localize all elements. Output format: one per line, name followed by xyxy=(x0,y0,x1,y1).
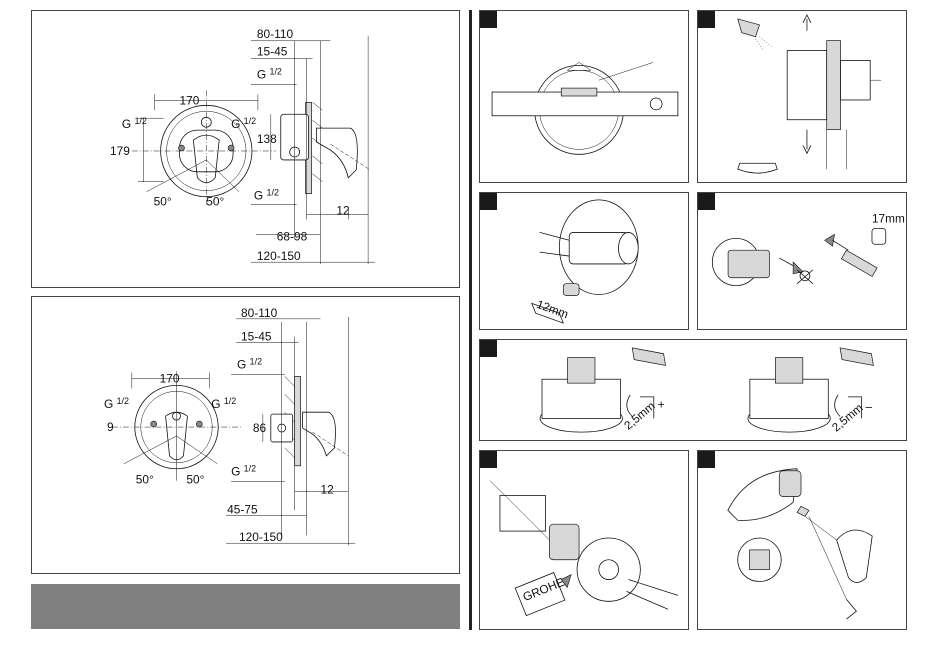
valve-body xyxy=(787,51,827,120)
gray-footer-bar xyxy=(31,584,460,629)
dim-170: 170 xyxy=(179,93,199,107)
step-2-illustration xyxy=(698,11,906,182)
adjust-plus: + xyxy=(658,399,665,412)
dim-68-98: 68-98 xyxy=(277,229,308,243)
dim-12: 12 xyxy=(320,483,334,497)
step-panel-1 xyxy=(479,10,689,183)
step-1-illustration xyxy=(480,11,688,182)
hex-key-icon xyxy=(847,599,857,619)
thread-label-side-top: G 1/2 xyxy=(237,357,262,372)
dim-179: 179 xyxy=(110,144,130,158)
dim-120-150: 120-150 xyxy=(239,530,283,544)
wall-plate xyxy=(295,376,301,465)
thread-label-side-bottom: G 1/2 xyxy=(254,188,279,203)
dim-80-110: 80-110 xyxy=(257,27,294,41)
step-6-illustration: GROHE xyxy=(480,451,688,629)
shower-head-icon xyxy=(840,348,873,366)
dim-120-150: 120-150 xyxy=(257,249,301,263)
tool-size-12mm: 12mm xyxy=(535,297,571,321)
cartridge-right xyxy=(775,358,802,383)
dim-170: 170 xyxy=(160,371,180,385)
step-panel-2 xyxy=(697,10,907,183)
step-4-illustration: 17mm xyxy=(698,193,906,329)
lever-handle xyxy=(837,530,873,583)
bathtub-icon xyxy=(738,163,778,173)
dim-15-45: 15-45 xyxy=(257,45,288,59)
thread-label-right: G 1/2 xyxy=(231,116,256,131)
shower-head-icon xyxy=(632,348,665,366)
lever-side xyxy=(316,128,357,178)
lever-side xyxy=(303,412,336,456)
thread-label-side-bottom: G 1/2 xyxy=(231,464,256,479)
step-panel-3: 12mm xyxy=(479,192,689,330)
replacement-part xyxy=(841,250,877,276)
dim-86: 86 xyxy=(253,421,267,435)
dimension-drawing-bottom: 170 G 1/2 G 1/2 9 50° 50° 80-110 15-45 G… xyxy=(32,297,459,573)
dimension-drawing-panel-top: 170 179 G 1/2 G 1/2 50° 50° 80-110 15-45… xyxy=(31,10,460,288)
plug xyxy=(563,284,579,296)
dimension-drawing-panel-bottom: 170 G 1/2 G 1/2 9 50° 50° 80-110 15-45 G… xyxy=(31,296,460,574)
cartridge-left xyxy=(568,358,595,383)
step-3-illustration: 12mm xyxy=(480,193,688,329)
angle-left: 50° xyxy=(154,195,172,209)
dim-12: 12 xyxy=(336,204,350,218)
svg-text:2,5mm: 2,5mm xyxy=(622,399,658,432)
thread-label-left: G 1/2 xyxy=(122,116,147,131)
tool-size-17mm: 17mm xyxy=(872,212,905,226)
step-panel-4: 17mm xyxy=(697,192,907,330)
shower-head-icon xyxy=(738,19,760,37)
step-7-illustration xyxy=(698,451,906,629)
rosette xyxy=(577,538,640,601)
adjust-minus: – xyxy=(866,401,873,414)
dim-9: 9 xyxy=(107,420,114,434)
svg-text:2,5mm: 2,5mm xyxy=(830,401,866,434)
step-panel-7 xyxy=(697,450,907,630)
thread-label-right: G 1/2 xyxy=(211,396,236,411)
step-panel-5: + 2,5mm – 2,5mm xyxy=(479,339,907,441)
angle-right: 50° xyxy=(206,195,224,209)
dim-45-75: 45-75 xyxy=(227,502,258,516)
sleeve xyxy=(549,524,579,560)
dimension-drawing-top: 170 179 G 1/2 G 1/2 50° 50° 80-110 15-45… xyxy=(32,11,459,287)
thread-label-left: G 1/2 xyxy=(104,396,129,411)
dim-80-110: 80-110 xyxy=(241,306,278,320)
dim-138: 138 xyxy=(257,132,277,146)
cartridge xyxy=(728,250,769,278)
angle-left: 50° xyxy=(136,473,154,487)
column-divider xyxy=(469,10,472,630)
step-5-illustration: + 2,5mm – 2,5mm xyxy=(480,340,906,440)
angle-right: 50° xyxy=(186,473,204,487)
thread-label-side-top: G 1/2 xyxy=(257,67,282,82)
step-panel-6: GROHE xyxy=(479,450,689,630)
dim-15-45: 15-45 xyxy=(241,330,272,344)
